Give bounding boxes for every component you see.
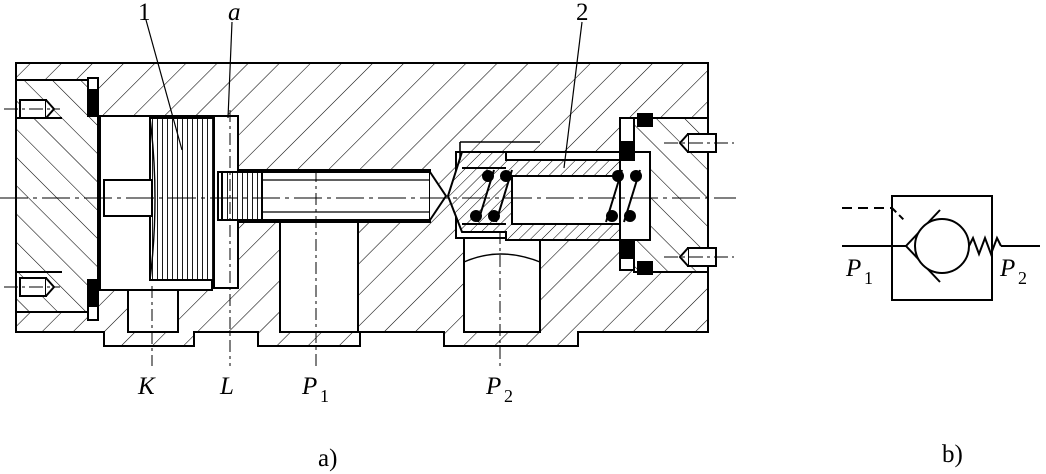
symbol-P2-subscript: 2 — [1018, 268, 1027, 288]
symbol-P1-label: P — [845, 255, 861, 282]
control-piston — [149, 117, 215, 281]
callout-a: a — [228, 0, 241, 26]
leader-part-1 — [145, 19, 183, 151]
symbol-P1-subscript: 1 — [864, 268, 873, 288]
leader-part-a — [227, 21, 233, 119]
spring-symbol — [968, 235, 1002, 257]
caption-a: a) — [318, 445, 337, 472]
port-P2-subscript: 2 — [504, 386, 513, 406]
leader-part-2 — [563, 21, 583, 169]
port-P2-label: P — [485, 373, 501, 400]
callout-2: 2 — [576, 0, 589, 26]
port-L-label: L — [219, 373, 234, 400]
section-view — [0, 19, 736, 366]
port-P1-label: P — [301, 373, 317, 400]
ball — [914, 218, 970, 274]
spring — [470, 169, 642, 223]
check-valve-symbol — [842, 195, 1040, 301]
symbol-P2-label: P — [999, 255, 1015, 282]
callout-1: 1 — [138, 0, 151, 26]
caption-b: b) — [942, 441, 963, 468]
port-K-label: K — [137, 373, 156, 400]
port-P1-subscript: 1 — [320, 386, 329, 406]
